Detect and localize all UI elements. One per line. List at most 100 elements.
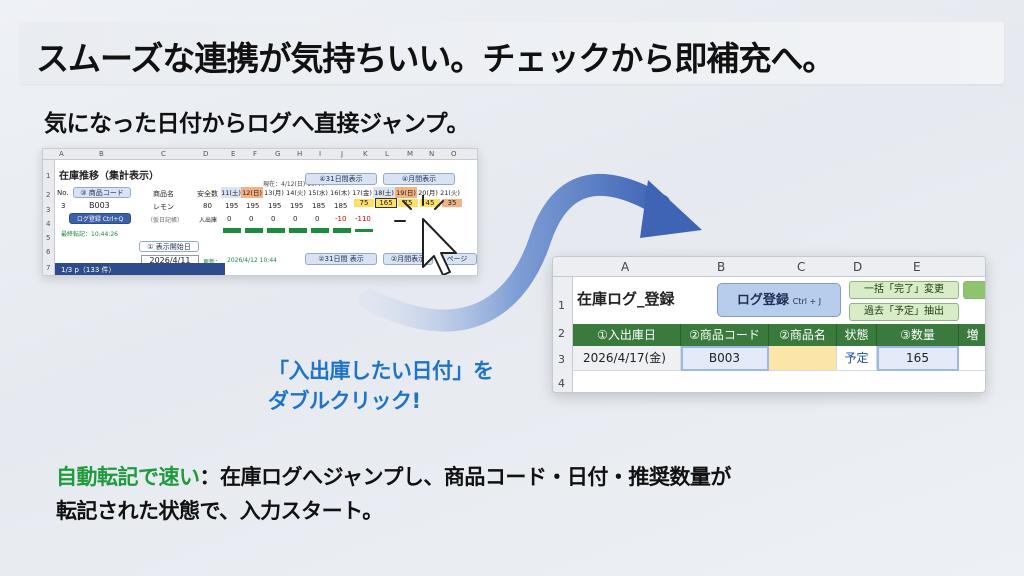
- inout-value: -10: [335, 215, 347, 223]
- title-bar: スムーズな連携が気持ちいい。チェックから即補充へ。: [20, 22, 1004, 84]
- col-g: G: [275, 150, 281, 158]
- header-code: ②商品コード: [681, 324, 769, 346]
- col-i: I: [319, 150, 322, 158]
- col-d: D: [853, 260, 863, 274]
- extra-button[interactable]: [963, 281, 985, 299]
- stock-bar: [223, 228, 241, 233]
- stock-value[interactable]: 195: [290, 202, 304, 210]
- shortcut-label: Ctrl + J: [792, 297, 822, 306]
- stock-value[interactable]: 195: [268, 202, 282, 210]
- col-d: D: [203, 150, 209, 158]
- stock-value[interactable]: 75: [354, 199, 374, 207]
- inout-value: 0: [315, 215, 320, 223]
- row-header: 1 2 3 4: [553, 277, 573, 392]
- date-header: 16(木): [330, 189, 350, 197]
- header-name: ②商品名: [769, 324, 837, 346]
- stock-value[interactable]: 35: [442, 199, 462, 207]
- stock-bar: [311, 228, 329, 233]
- header-status: 状態: [837, 324, 877, 346]
- product-name-header: 商品名: [153, 190, 174, 198]
- row-7: 7: [46, 264, 51, 272]
- date-header: 17(金): [352, 189, 372, 197]
- stock-bar: [245, 228, 263, 233]
- current-time: 現在：4/12(日) 10:44: [263, 181, 325, 188]
- column-header: A B C D E F G H I J K L M N O: [43, 149, 477, 160]
- last-run: 最終転記：10:44:26: [61, 231, 118, 238]
- row-3: 3: [46, 206, 51, 214]
- col-b: B: [717, 260, 726, 274]
- header-date: ①入出庫日: [573, 324, 681, 346]
- safety-stock: 80: [203, 202, 212, 210]
- row-3: 3: [558, 353, 565, 366]
- page-info: 1/3 p（133 件）: [55, 263, 225, 275]
- code-cell[interactable]: B003: [681, 346, 769, 371]
- stock-bar: [333, 228, 351, 233]
- col-k: K: [363, 150, 368, 158]
- header-more: 増: [959, 324, 985, 346]
- no-header: No.: [57, 189, 69, 197]
- log-sheet: A B C D E 1 2 3 4 在庫ログ_登録 ログ登録 Ctrl + J …: [552, 256, 986, 393]
- log-sheet-title: 在庫ログ_登録: [577, 290, 675, 308]
- register-label: ログ登録: [736, 293, 789, 308]
- col-f: F: [253, 150, 258, 158]
- col-b: B: [99, 150, 104, 158]
- log-register-main-button[interactable]: ログ登録 Ctrl + J: [717, 283, 841, 317]
- date-header: 13(月): [264, 189, 284, 197]
- btn-31days-bottom[interactable]: ②31日間 表示: [305, 253, 377, 265]
- stock-value[interactable]: 195: [246, 202, 260, 210]
- col-o: O: [451, 150, 457, 158]
- sheet1-title: 在庫推移（集計表示）: [59, 171, 159, 182]
- extract-planned-button[interactable]: 過去「予定」抽出: [849, 303, 959, 321]
- line1-rest: ：在庫ログへジャンプし、商品コード・日付・推奨数量が: [199, 465, 732, 489]
- row-4: 4: [46, 220, 51, 228]
- col-h: H: [297, 150, 303, 158]
- row-2: 2: [558, 327, 565, 340]
- date-header: 12(日): [241, 187, 263, 198]
- qty-cell[interactable]: 165: [877, 346, 959, 371]
- row-1: 1: [558, 299, 565, 312]
- status-cell[interactable]: 予定: [837, 346, 877, 371]
- bottom-description: 自動転記で速い：在庫ログへジャンプし、商品コード・日付・推奨数量が 転記された状…: [56, 460, 731, 528]
- stock-value[interactable]: 185: [334, 202, 348, 210]
- col-m: M: [407, 150, 414, 158]
- stock-value[interactable]: 45: [420, 199, 440, 207]
- btn-month-bottom[interactable]: ②月間表示: [383, 253, 433, 265]
- row-2: 2: [46, 191, 51, 199]
- callout-line-1: 「入出庫したい日付」を: [268, 359, 494, 383]
- bulk-complete-button[interactable]: 一括「完了」変更: [849, 281, 959, 299]
- product-code[interactable]: B003: [89, 201, 110, 210]
- date-header: 21(火): [440, 189, 460, 197]
- date-header: 18(土): [373, 187, 395, 198]
- date-cell[interactable]: 2026/4/17(金): [573, 346, 681, 371]
- col-a: A: [59, 150, 64, 158]
- stock-value[interactable]: 185: [312, 202, 326, 210]
- updated-label: 更新：: [203, 257, 221, 266]
- stock-value[interactable]: 75: [398, 199, 418, 207]
- log-register-button[interactable]: ログ登録 Ctrl+Q: [69, 213, 131, 224]
- stock-value-selected[interactable]: 165: [375, 198, 397, 208]
- arrival-label: （仮日記帳）: [147, 217, 184, 224]
- inout-label: 入出庫: [199, 217, 218, 224]
- row-4: 4: [558, 377, 565, 390]
- column-header: A B C D E: [553, 257, 985, 277]
- name-cell[interactable]: [769, 346, 837, 371]
- extra-cell[interactable]: [959, 346, 985, 371]
- bottom-line-1: 自動転記で速い：在庫ログへジャンプし、商品コード・日付・推奨数量が: [56, 460, 731, 494]
- btn-page[interactable]: ページ: [437, 253, 477, 265]
- date-header: 20(月): [418, 189, 438, 197]
- date-header: 11(土): [221, 187, 241, 198]
- bottom-line-2: 転記された状態で、入力スタート。: [56, 499, 383, 523]
- btn-month-view[interactable]: ④月間表示: [383, 173, 455, 185]
- summary-sheet: A B C D E F G H I J K L M N O 1 2 3 4 5 …: [42, 148, 478, 276]
- date-header: 15(水): [308, 189, 328, 197]
- callout-text: 「入出庫したい日付」を ダブルクリック!: [268, 356, 494, 416]
- product-name: レモン: [153, 203, 174, 211]
- inout-value: 0: [293, 215, 298, 223]
- btn-31days[interactable]: ④31日間表示: [305, 173, 377, 185]
- inout-value: 0: [227, 215, 232, 223]
- stock-value[interactable]: 195: [225, 202, 239, 210]
- col-e: E: [231, 150, 236, 158]
- date-header: 14(火): [286, 189, 306, 197]
- product-code-header: ③ 商品コード: [73, 187, 131, 198]
